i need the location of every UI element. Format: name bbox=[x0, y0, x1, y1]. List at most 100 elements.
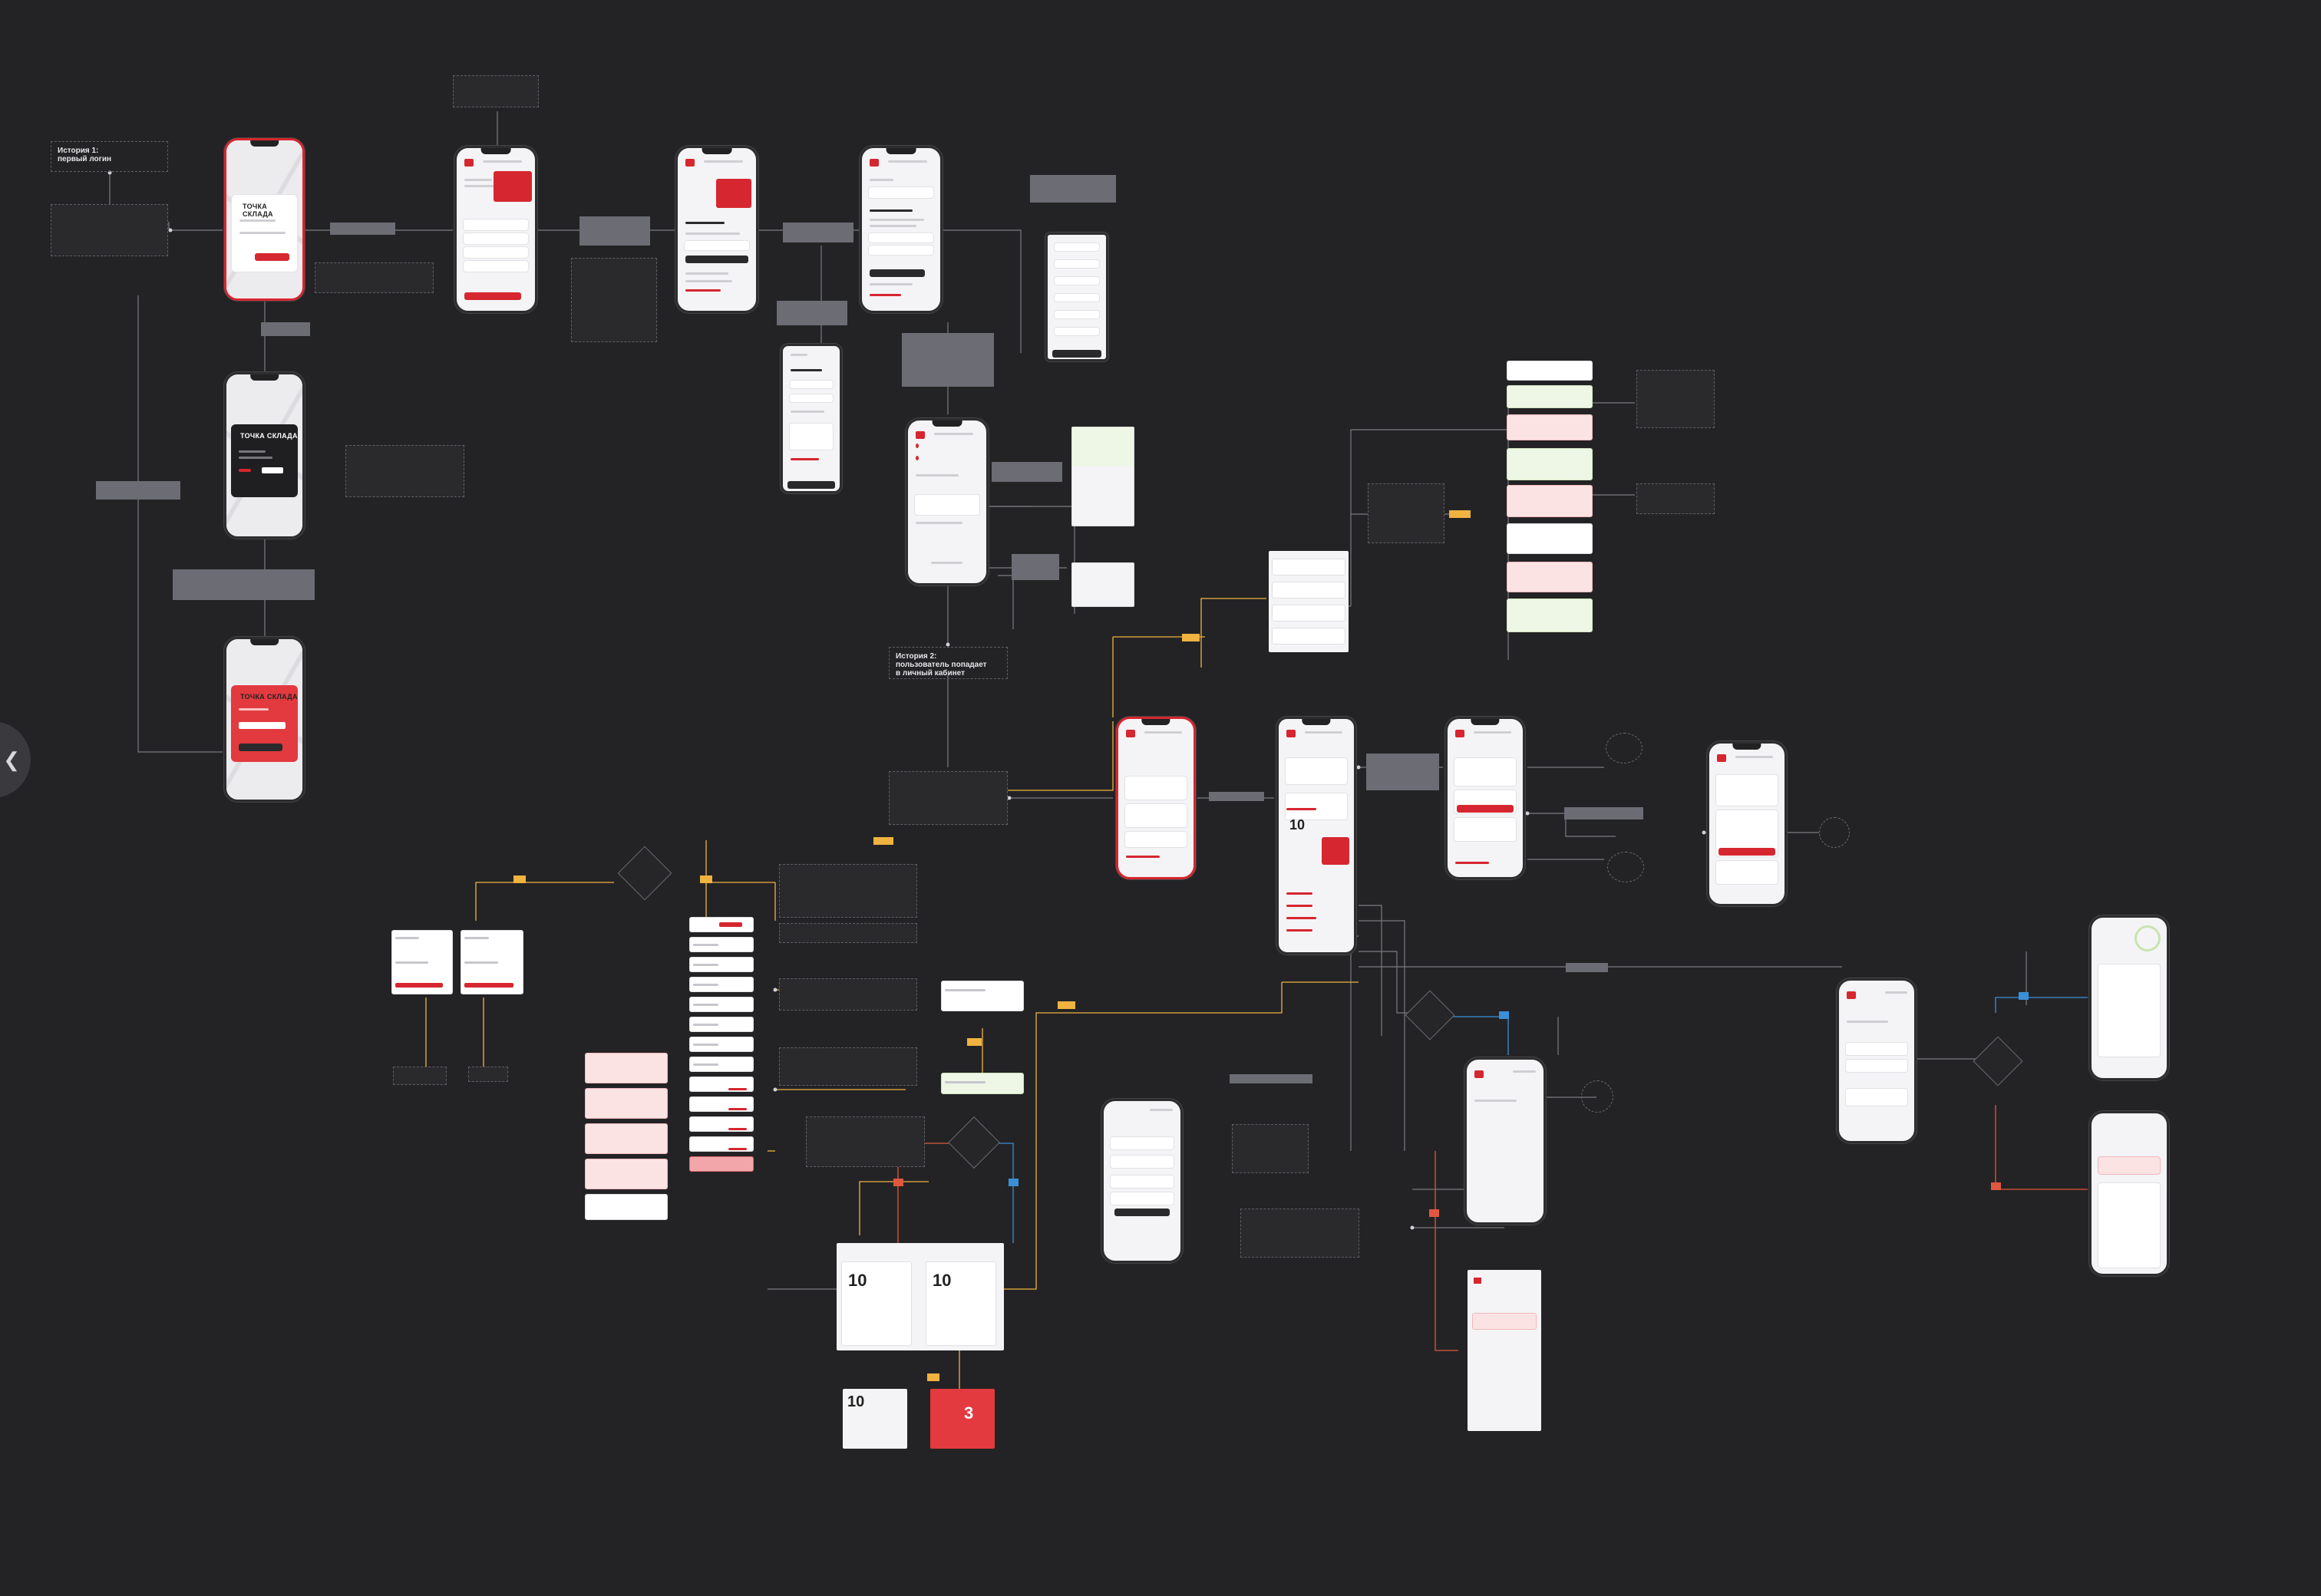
password-phone bbox=[675, 146, 758, 313]
brand-logo: ТОЧКА СКЛАДА bbox=[240, 693, 298, 701]
documents-phone bbox=[1464, 1057, 1546, 1225]
confirmation-phone bbox=[906, 418, 989, 585]
notifications-note bbox=[1368, 483, 1444, 543]
right-note-4 bbox=[779, 1047, 917, 1086]
hint-button[interactable] bbox=[262, 467, 283, 473]
notification-types-note bbox=[1636, 370, 1715, 428]
return-label bbox=[96, 481, 180, 500]
end-node-1 bbox=[1606, 733, 1643, 763]
story2-title: История 2: пользователь попадает в личны… bbox=[889, 647, 1008, 679]
promo-card-red: 3 bbox=[930, 1389, 995, 1449]
caption-right bbox=[468, 1067, 508, 1082]
final-button[interactable] bbox=[1718, 848, 1775, 856]
verification-note bbox=[806, 1116, 925, 1167]
yes-badge bbox=[1499, 1011, 1509, 1019]
notification-cards bbox=[585, 1053, 668, 1220]
sms-submit-button[interactable] bbox=[787, 481, 835, 489]
branch-badge-up bbox=[1449, 510, 1471, 518]
gift-icon bbox=[1322, 837, 1349, 865]
step-label-2 bbox=[783, 223, 853, 242]
state-label bbox=[1366, 753, 1439, 790]
no-badge bbox=[1429, 1209, 1439, 1217]
right-note-1 bbox=[779, 864, 917, 918]
not-verified-phone bbox=[2089, 1111, 2169, 1276]
info-label bbox=[173, 569, 315, 600]
cabinet-main-phone bbox=[1116, 717, 1196, 879]
action-button[interactable] bbox=[1457, 805, 1514, 813]
documents-note bbox=[1240, 1209, 1359, 1258]
sms-code-phone bbox=[781, 344, 842, 493]
onboarding-red-phone: ТОЧКА СКЛАДА bbox=[224, 637, 305, 802]
check-icon bbox=[2134, 925, 2161, 951]
promo-days-value: 10 bbox=[1289, 817, 1306, 833]
story1-title: История 1: первый логин bbox=[51, 141, 168, 172]
brand-logo: ТОЧКА СКЛАДА bbox=[240, 432, 298, 440]
end-node-3 bbox=[1819, 817, 1850, 848]
long-note bbox=[571, 258, 657, 342]
right-label bbox=[1030, 175, 1116, 203]
save-button[interactable] bbox=[1052, 350, 1101, 358]
middle-label bbox=[902, 333, 994, 387]
end-node-2 bbox=[1607, 852, 1644, 882]
right-note-2 bbox=[779, 923, 917, 943]
promo-days-value: 10 bbox=[933, 1271, 952, 1290]
cabinet-scroll-phone: 10 bbox=[1276, 717, 1356, 955]
promo-days-value: 10 bbox=[848, 1271, 867, 1290]
story2-note bbox=[889, 771, 1008, 825]
pickup-order-phone bbox=[1101, 1099, 1183, 1263]
no-badge bbox=[1991, 1182, 2001, 1190]
documents-error-panel bbox=[1468, 1270, 1541, 1431]
continue-button[interactable] bbox=[464, 292, 521, 300]
success-panel bbox=[1071, 427, 1134, 526]
card-variants bbox=[391, 930, 523, 994]
onboarding-note bbox=[345, 445, 464, 497]
login-button[interactable] bbox=[255, 253, 289, 261]
profile-form-phone bbox=[1045, 232, 1108, 361]
login-card: ТОЧКА СКЛАДА bbox=[231, 194, 298, 272]
connector-label bbox=[1566, 963, 1608, 972]
login-screen-note bbox=[315, 262, 434, 293]
onboarding-dark-phone: ТОЧКА СКЛАДА bbox=[224, 372, 305, 539]
transition-label bbox=[261, 322, 310, 336]
branch-badge-bottom bbox=[927, 1373, 939, 1381]
next-button[interactable] bbox=[685, 256, 748, 263]
courier-illustration bbox=[716, 179, 751, 208]
info-card-2 bbox=[941, 1073, 1024, 1094]
story1-requirements-note bbox=[51, 204, 168, 256]
cabinet-final-phone bbox=[1707, 741, 1787, 906]
chevron-left-icon: ❮ bbox=[3, 747, 20, 771]
confirm-button[interactable] bbox=[239, 744, 282, 751]
caption-left bbox=[393, 1067, 447, 1085]
info-card-1 bbox=[941, 981, 1024, 1011]
notification-states-column bbox=[1507, 361, 1593, 668]
red-hint-card: ТОЧКА СКЛАДА bbox=[231, 685, 298, 762]
no-badge bbox=[893, 1179, 903, 1186]
dark-hint-card: ТОЧКА СКЛАДА bbox=[231, 424, 298, 497]
branch-badge bbox=[873, 837, 894, 845]
branch-badge-low bbox=[1058, 1001, 1076, 1009]
end-node-4 bbox=[1581, 1080, 1613, 1113]
branch-badge-left bbox=[513, 875, 526, 883]
delivery-illustration bbox=[494, 171, 532, 202]
promo-short-value: 3 bbox=[964, 1403, 974, 1423]
top-note bbox=[453, 75, 539, 107]
bottom-note bbox=[1232, 1124, 1309, 1173]
branch-badge-right bbox=[700, 875, 712, 883]
branch-badge-mid bbox=[967, 1038, 982, 1046]
step-label-3 bbox=[777, 301, 847, 325]
flow-label bbox=[1209, 792, 1264, 801]
card-states-column bbox=[689, 917, 754, 1184]
error-panel bbox=[1071, 562, 1134, 607]
promo-card-light: 10 bbox=[843, 1389, 907, 1449]
branch-badge-top bbox=[1182, 634, 1200, 641]
promo-variants-panel: 10 10 bbox=[837, 1243, 1004, 1350]
cabinet-state-phone bbox=[1445, 717, 1525, 879]
yes-badge bbox=[2019, 992, 2029, 1000]
yes-badge bbox=[1009, 1179, 1019, 1186]
brand-logo: ТОЧКА СКЛАДА bbox=[243, 203, 273, 218]
login-screen-phone: ТОЧКА СКЛАДА bbox=[224, 138, 305, 301]
submit-button[interactable] bbox=[870, 269, 925, 277]
order-button[interactable] bbox=[1114, 1209, 1170, 1216]
merge-label bbox=[1564, 807, 1643, 819]
